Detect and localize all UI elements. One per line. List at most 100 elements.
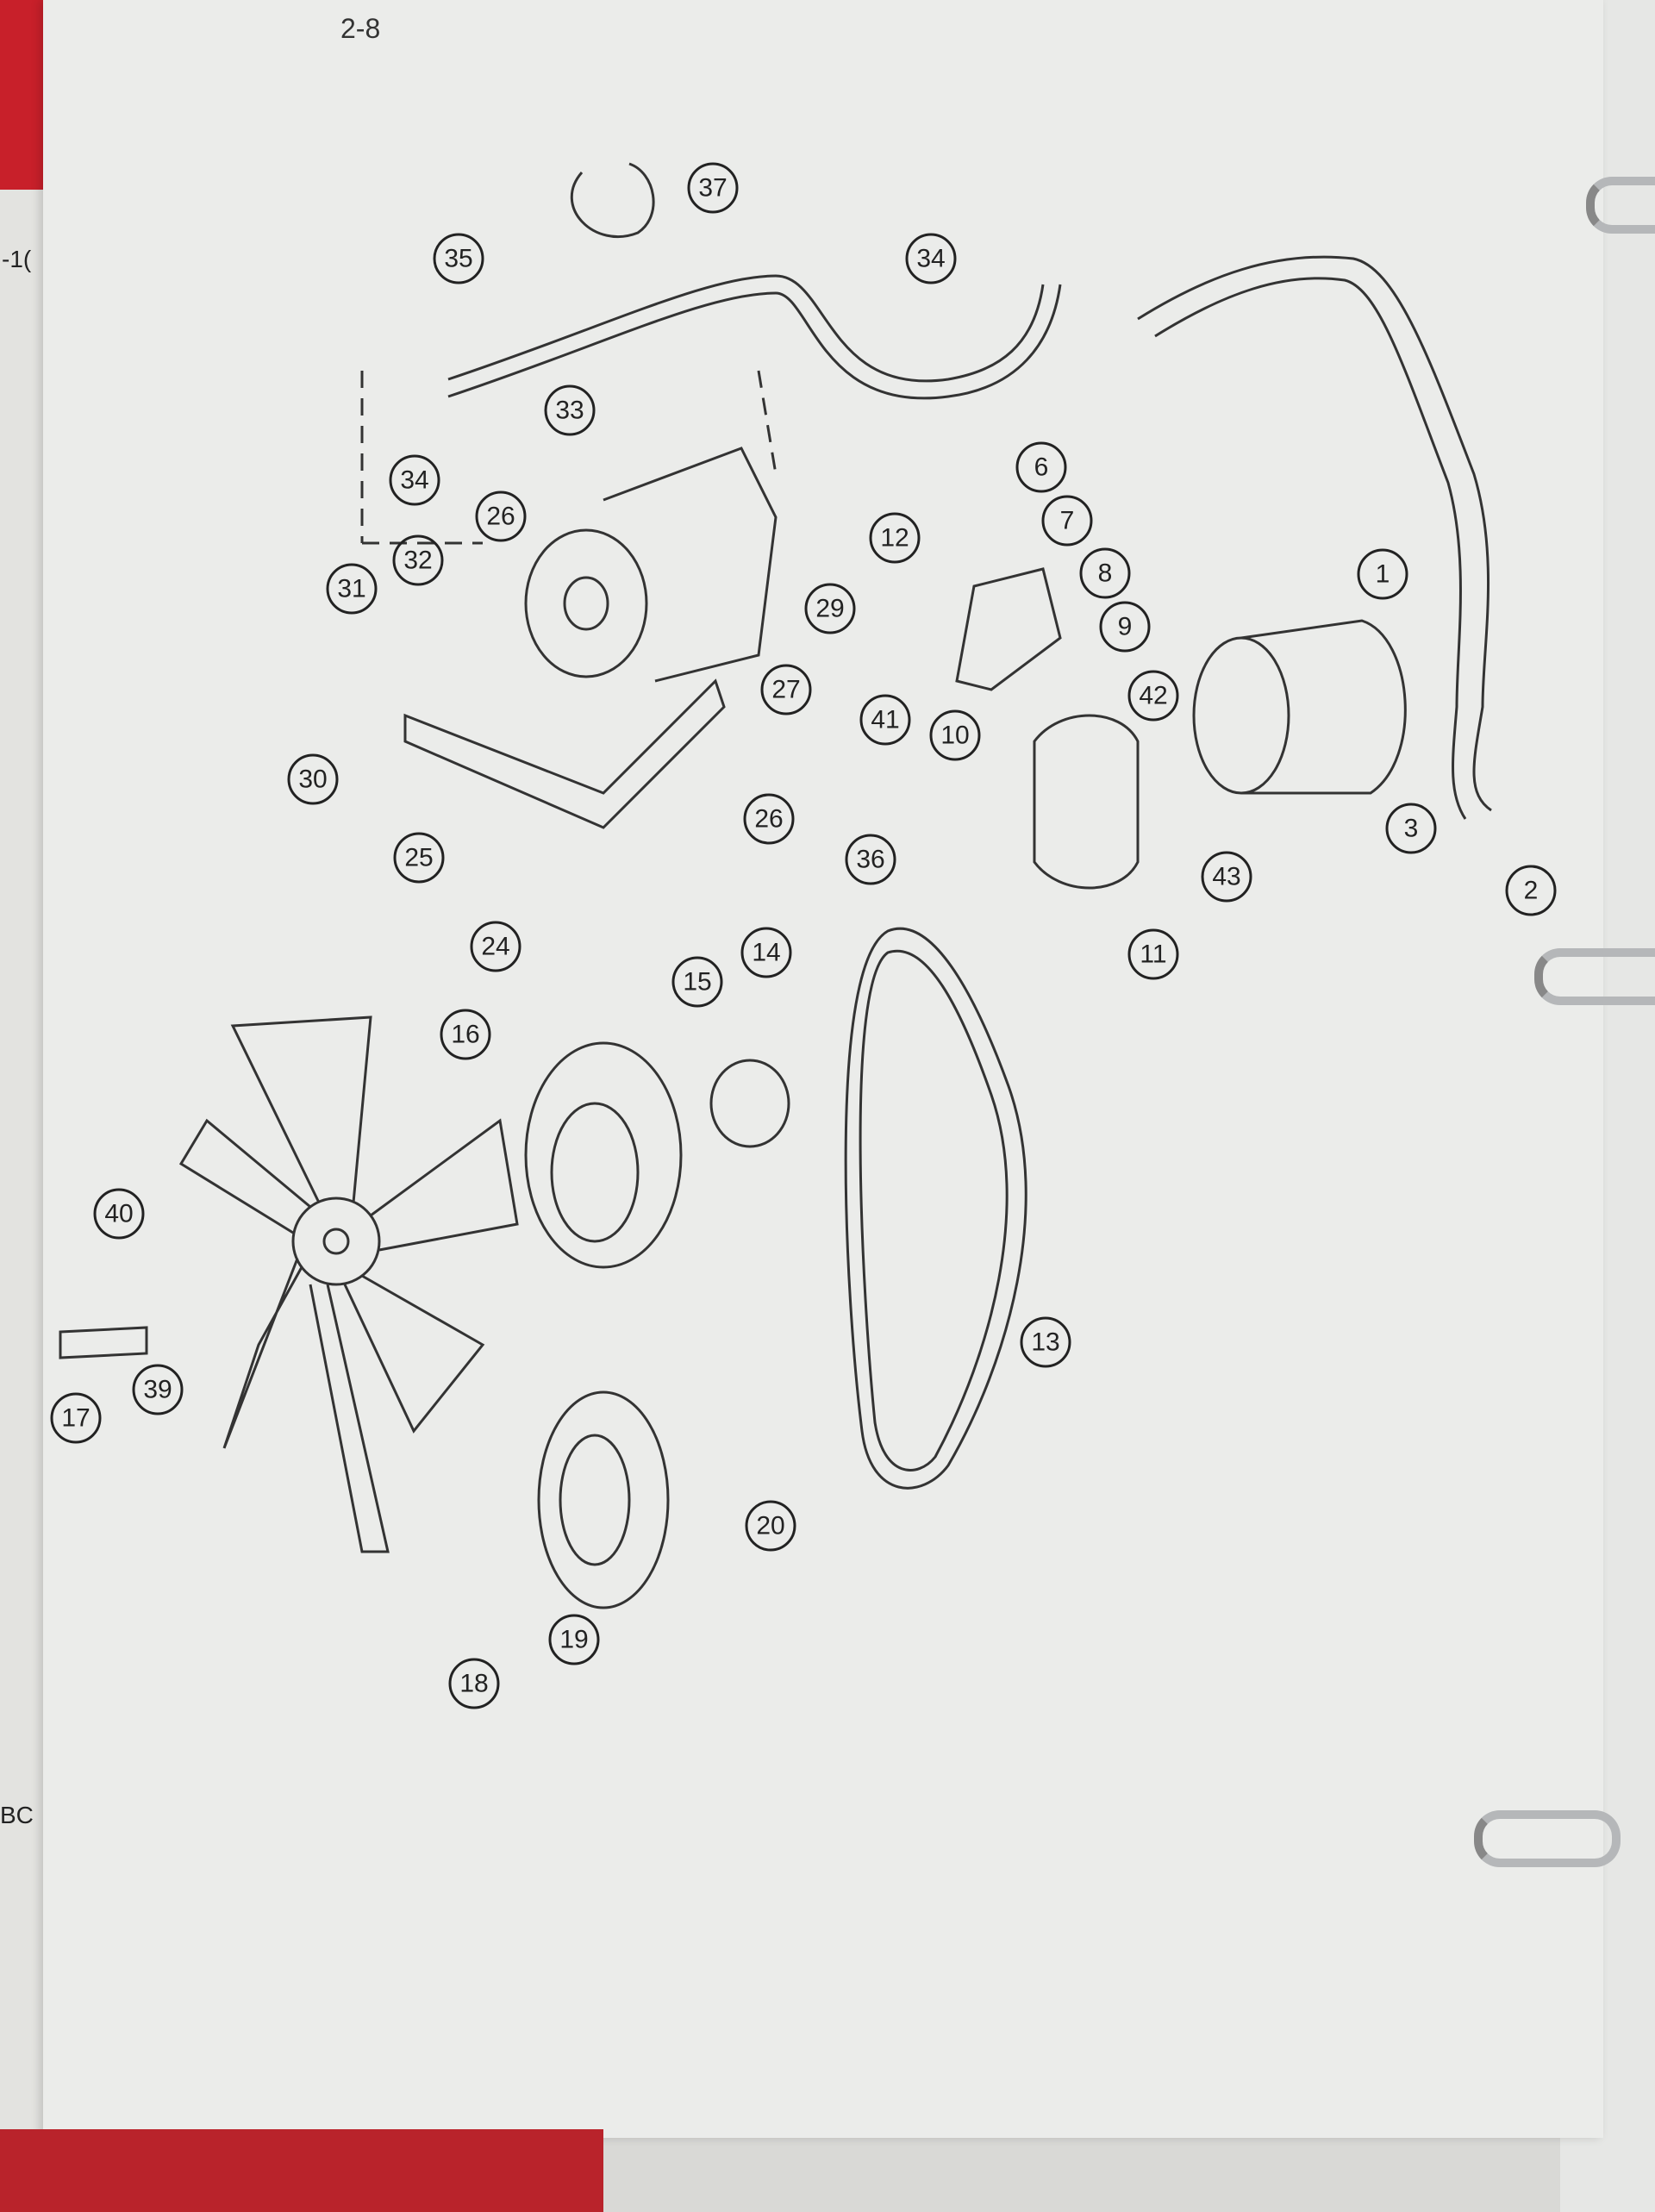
callout-number: 43 xyxy=(1212,863,1240,891)
callout-14: 14 xyxy=(740,927,792,978)
callout-7: 7 xyxy=(1041,495,1093,547)
callout-number: 14 xyxy=(752,939,780,967)
callout-circle xyxy=(859,694,911,746)
spacer-14 xyxy=(709,1059,790,1148)
callout-number: 12 xyxy=(880,524,909,553)
callout-number: 7 xyxy=(1060,507,1075,535)
callout-circle xyxy=(845,834,896,885)
parts-drawing xyxy=(59,162,1492,1609)
callout-36: 36 xyxy=(845,834,896,885)
bracket-27 xyxy=(403,678,726,829)
belt-13 xyxy=(844,927,1027,1490)
callout-circle xyxy=(1020,1316,1071,1368)
callout-number: 26 xyxy=(754,805,783,834)
callout-34: 34 xyxy=(389,454,440,506)
callout-circle xyxy=(1127,670,1179,722)
fan-blades xyxy=(178,1015,519,1553)
callout-9: 9 xyxy=(1099,601,1151,653)
callout-40: 40 xyxy=(93,1188,145,1240)
callout-34: 34 xyxy=(905,233,957,284)
binder-ring-top xyxy=(1586,177,1655,234)
binder-cover-red xyxy=(0,2129,603,2212)
callout-number: 42 xyxy=(1139,682,1167,710)
bolt-17 xyxy=(59,1326,148,1359)
callout-number: 39 xyxy=(143,1376,172,1404)
callout-circle xyxy=(1099,601,1151,653)
callout-number: 16 xyxy=(451,1021,479,1049)
manual-page xyxy=(43,0,1603,2138)
bracket-8 xyxy=(955,567,1062,691)
callout-number: 24 xyxy=(481,933,509,961)
callout-circle xyxy=(50,1392,102,1444)
compressor-pulley xyxy=(524,528,648,678)
callout-number: 8 xyxy=(1098,559,1113,588)
callout-circle xyxy=(1127,928,1179,980)
callout-number: 25 xyxy=(404,844,433,872)
compressor-29 xyxy=(603,447,778,683)
callout-number: 18 xyxy=(459,1670,488,1698)
callout-3: 3 xyxy=(1385,803,1437,854)
callout-number: 19 xyxy=(559,1626,588,1654)
callout-30: 30 xyxy=(287,753,339,805)
callout-number: 34 xyxy=(916,245,945,273)
callout-circle xyxy=(448,1658,500,1709)
binder-ring-middle xyxy=(1534,948,1655,1005)
callout-41: 41 xyxy=(859,694,911,746)
callout-circle xyxy=(93,1188,145,1240)
callout-circle xyxy=(1079,547,1131,599)
callout-circle xyxy=(548,1614,600,1665)
callout-10: 10 xyxy=(929,709,981,761)
callout-number: 34 xyxy=(400,466,428,495)
callout-33: 33 xyxy=(544,384,596,436)
callout-26: 26 xyxy=(475,491,527,542)
callout-number: 37 xyxy=(698,174,727,203)
callout-24: 24 xyxy=(470,921,521,972)
callout-circle xyxy=(393,832,445,884)
callout-circle xyxy=(1385,803,1437,854)
callout-number: 13 xyxy=(1031,1328,1059,1357)
callout-number: 29 xyxy=(815,595,844,623)
callout-number: 27 xyxy=(771,676,800,704)
callout-circle xyxy=(671,956,723,1008)
callout-circle xyxy=(470,921,521,972)
callout-15: 15 xyxy=(671,956,723,1008)
callout-circle xyxy=(544,384,596,436)
callout-circle xyxy=(1041,495,1093,547)
callout-number: 6 xyxy=(1034,453,1049,482)
callout-18: 18 xyxy=(448,1658,500,1709)
callout-circle xyxy=(440,1009,491,1060)
callout-circle xyxy=(392,534,444,586)
callout-39: 39 xyxy=(132,1364,184,1415)
callout-number: 40 xyxy=(104,1200,133,1228)
callout-37: 37 xyxy=(687,162,739,214)
callout-number: 33 xyxy=(555,397,584,425)
callout-26: 26 xyxy=(743,793,795,845)
callout-number: 35 xyxy=(444,245,472,273)
page-number: 2-8 xyxy=(340,13,381,44)
callout-6: 6 xyxy=(1015,441,1067,493)
callout-2: 2 xyxy=(1505,865,1557,916)
callout-circle xyxy=(1201,851,1252,903)
callout-number: 26 xyxy=(486,503,515,531)
callout-circle xyxy=(1505,865,1557,916)
callout-31: 31 xyxy=(326,563,378,615)
callout-32: 32 xyxy=(392,534,444,586)
callout-number: 41 xyxy=(871,706,899,734)
callout-circle xyxy=(929,709,981,761)
callout-circle xyxy=(433,233,484,284)
callout-13: 13 xyxy=(1020,1316,1071,1368)
callout-number: 36 xyxy=(856,846,884,874)
callout-circle xyxy=(760,664,812,715)
callout-1: 1 xyxy=(1357,548,1408,600)
receiver-drier-1 xyxy=(1192,636,1290,795)
callout-circle xyxy=(287,753,339,805)
callout-number: 15 xyxy=(683,968,711,997)
callout-circle xyxy=(326,563,378,615)
callout-35: 35 xyxy=(433,233,484,284)
edge-text-bottom: BC xyxy=(0,1802,34,1828)
clamp-37 xyxy=(570,162,655,239)
binder-ring-bottom xyxy=(1474,1810,1621,1867)
callout-17: 17 xyxy=(50,1392,102,1444)
